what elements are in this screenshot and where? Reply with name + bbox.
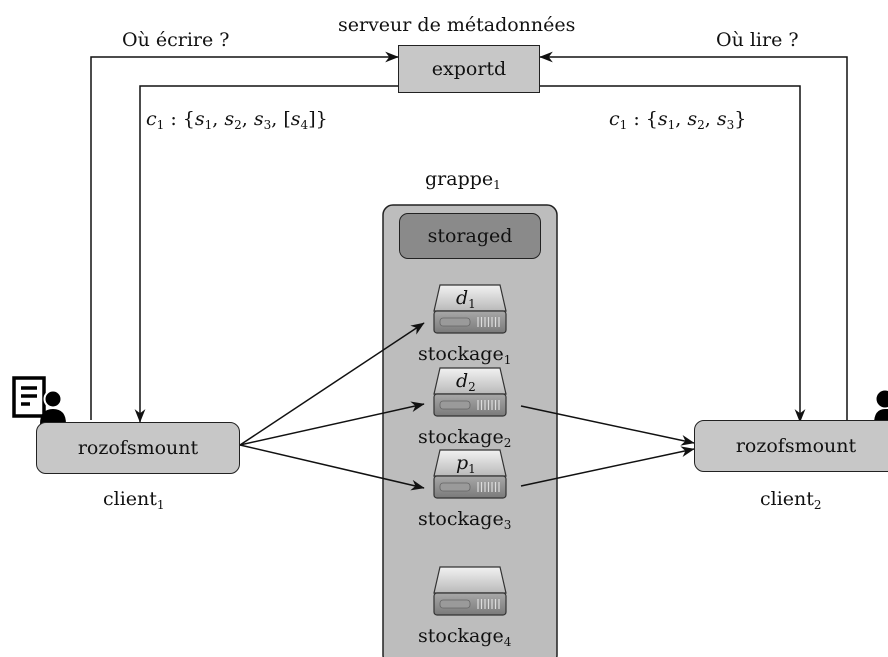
drive-label: stockage3 [418, 508, 512, 532]
write-query-label: Où écrire ? [122, 29, 230, 51]
read-query-label: Où lire ? [716, 29, 799, 51]
write-arrow-d2 [239, 401, 425, 446]
client2-caption: client2 [760, 488, 822, 512]
drive-icon [433, 367, 507, 417]
metadata-server-caption: serveur de métadonnées [338, 14, 576, 36]
client1-rozofsmount-box: rozofsmount [36, 422, 240, 474]
drive-label: stockage1 [418, 343, 512, 367]
write-response-arrow [134, 85, 398, 423]
drive-label: stockage2 [418, 426, 512, 450]
cluster-container [382, 204, 558, 657]
write-response-label: c1 : {s1, s2, s3, [s4]} [146, 108, 328, 132]
drive-chunk-tag: p1 [456, 452, 476, 476]
drive-icon [433, 449, 507, 499]
write-arrow-p1 [239, 444, 425, 491]
storaged-box: storaged [399, 213, 541, 259]
drive-chunk-tag: d2 [456, 370, 476, 394]
read-response-label: c1 : {s1, s2, s3} [609, 108, 747, 132]
drive-icon [433, 566, 507, 616]
user-document-icon [12, 376, 66, 424]
cluster-caption: grappe1 [425, 168, 501, 192]
write-arrow-d1 [239, 322, 425, 446]
read-arrow-d2 [520, 405, 695, 446]
drive-chunk-tag: d1 [456, 287, 476, 311]
read-arrow-p1 [520, 446, 695, 487]
client1-caption: client1 [103, 488, 165, 512]
read-response-arrow [540, 85, 806, 423]
client2-rozofsmount-box: rozofsmount [694, 420, 888, 472]
read-query-arrow [539, 51, 848, 420]
user-icon [874, 390, 888, 424]
write-query-arrow [90, 51, 399, 420]
exportd-box: exportd [398, 45, 540, 93]
drive-icon [433, 284, 507, 334]
drive-label: stockage4 [418, 625, 512, 649]
